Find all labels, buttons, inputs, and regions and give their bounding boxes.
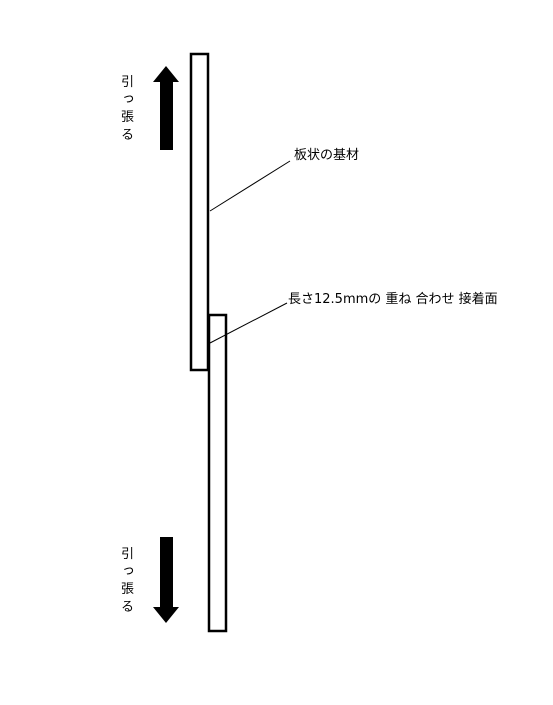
pull-label-top-char: る (121, 128, 134, 143)
overlap-bond-label: 長さ12.5mmの 重ね 合わせ 接着面 (288, 291, 498, 307)
pull-label-top-char: っ (122, 91, 135, 106)
pull-label-bottom-char: る (121, 600, 134, 615)
pull-label-bottom: 引 っ 張 る (121, 547, 135, 615)
base-plate-leader-line (209, 160, 291, 212)
pull-label-bottom-char: 引 (121, 547, 134, 562)
pull-label-bottom-char: っ (122, 563, 135, 578)
overlap-bond-leader-line (209, 302, 288, 344)
pull-label-top-char: 引 (121, 75, 134, 90)
arrow-down-icon (153, 537, 179, 623)
pull-label-top-char: 張 (121, 110, 134, 125)
pull-label-top: 引 っ 張 る (121, 75, 135, 143)
base-plate-label: 板状の基材 (294, 148, 359, 163)
pull-label-bottom-char: 張 (121, 582, 134, 597)
arrow-up-icon (153, 66, 179, 150)
upper-plate (189, 52, 210, 372)
lower-plate (207, 313, 228, 633)
